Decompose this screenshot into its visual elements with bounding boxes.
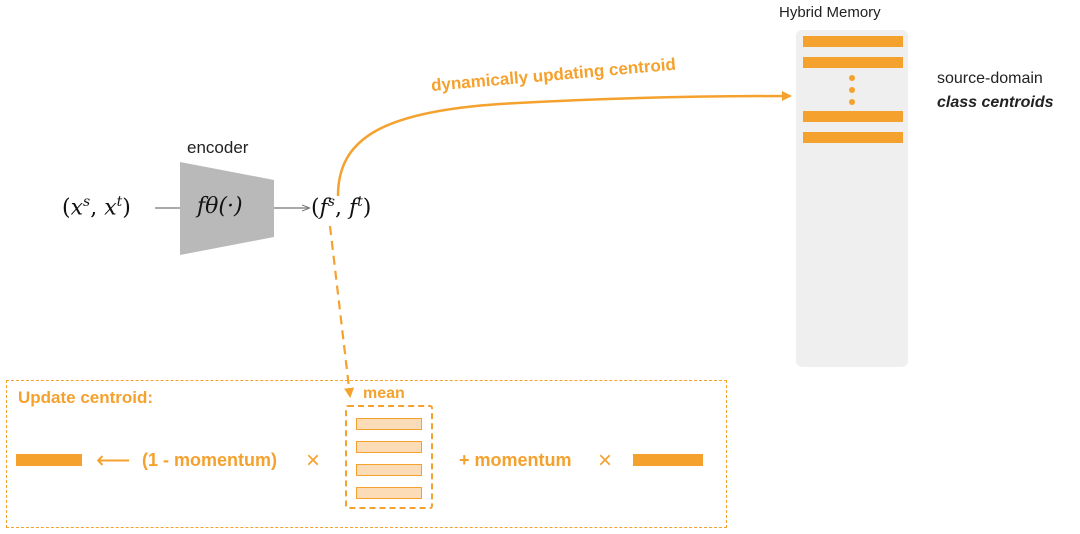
ellipsis-dot bbox=[849, 75, 855, 81]
hybrid-memory-panel bbox=[796, 30, 908, 367]
mean-label: mean bbox=[363, 385, 405, 402]
encoder-block bbox=[180, 162, 274, 255]
encoder-function: fθ(·) bbox=[197, 194, 243, 219]
input-pair: (xs, xt) bbox=[62, 194, 131, 221]
memory-centroid-bar bbox=[803, 132, 903, 143]
dynamic-update-arrow bbox=[336, 91, 792, 197]
old-centroid-bar bbox=[633, 454, 703, 466]
feature-pair: (fs, ft) bbox=[311, 194, 372, 221]
updated-centroid-bar bbox=[16, 454, 82, 466]
mean-feature-row bbox=[356, 464, 422, 476]
memory-side-label: source-domain bbox=[937, 70, 1043, 87]
one-minus-momentum: (1 - momentum) bbox=[142, 450, 277, 470]
encoder-label: encoder bbox=[187, 138, 249, 157]
memory-centroid-bar bbox=[803, 57, 903, 68]
update-centroid-title: Update centroid: bbox=[18, 388, 154, 407]
mean-feature-row bbox=[356, 418, 422, 430]
memory-centroid-bar bbox=[803, 111, 903, 122]
times-icon: × bbox=[306, 447, 321, 474]
mean-box bbox=[345, 405, 433, 509]
ellipsis-dot bbox=[849, 99, 855, 105]
memory-title: Hybrid Memory bbox=[779, 4, 881, 21]
mean-feature-row bbox=[356, 487, 422, 499]
update-centroid-box bbox=[6, 380, 727, 528]
mean-input-arrow bbox=[328, 225, 355, 398]
left-arrow-icon: ⟵ bbox=[96, 447, 131, 474]
plus-momentum: + momentum bbox=[459, 450, 572, 470]
memory-centroid-bar bbox=[803, 36, 903, 47]
memory-side-label-emphasis: class centroids bbox=[937, 94, 1054, 111]
times-icon: × bbox=[598, 447, 613, 474]
ellipsis-dot bbox=[849, 87, 855, 93]
mean-feature-row bbox=[356, 441, 422, 453]
